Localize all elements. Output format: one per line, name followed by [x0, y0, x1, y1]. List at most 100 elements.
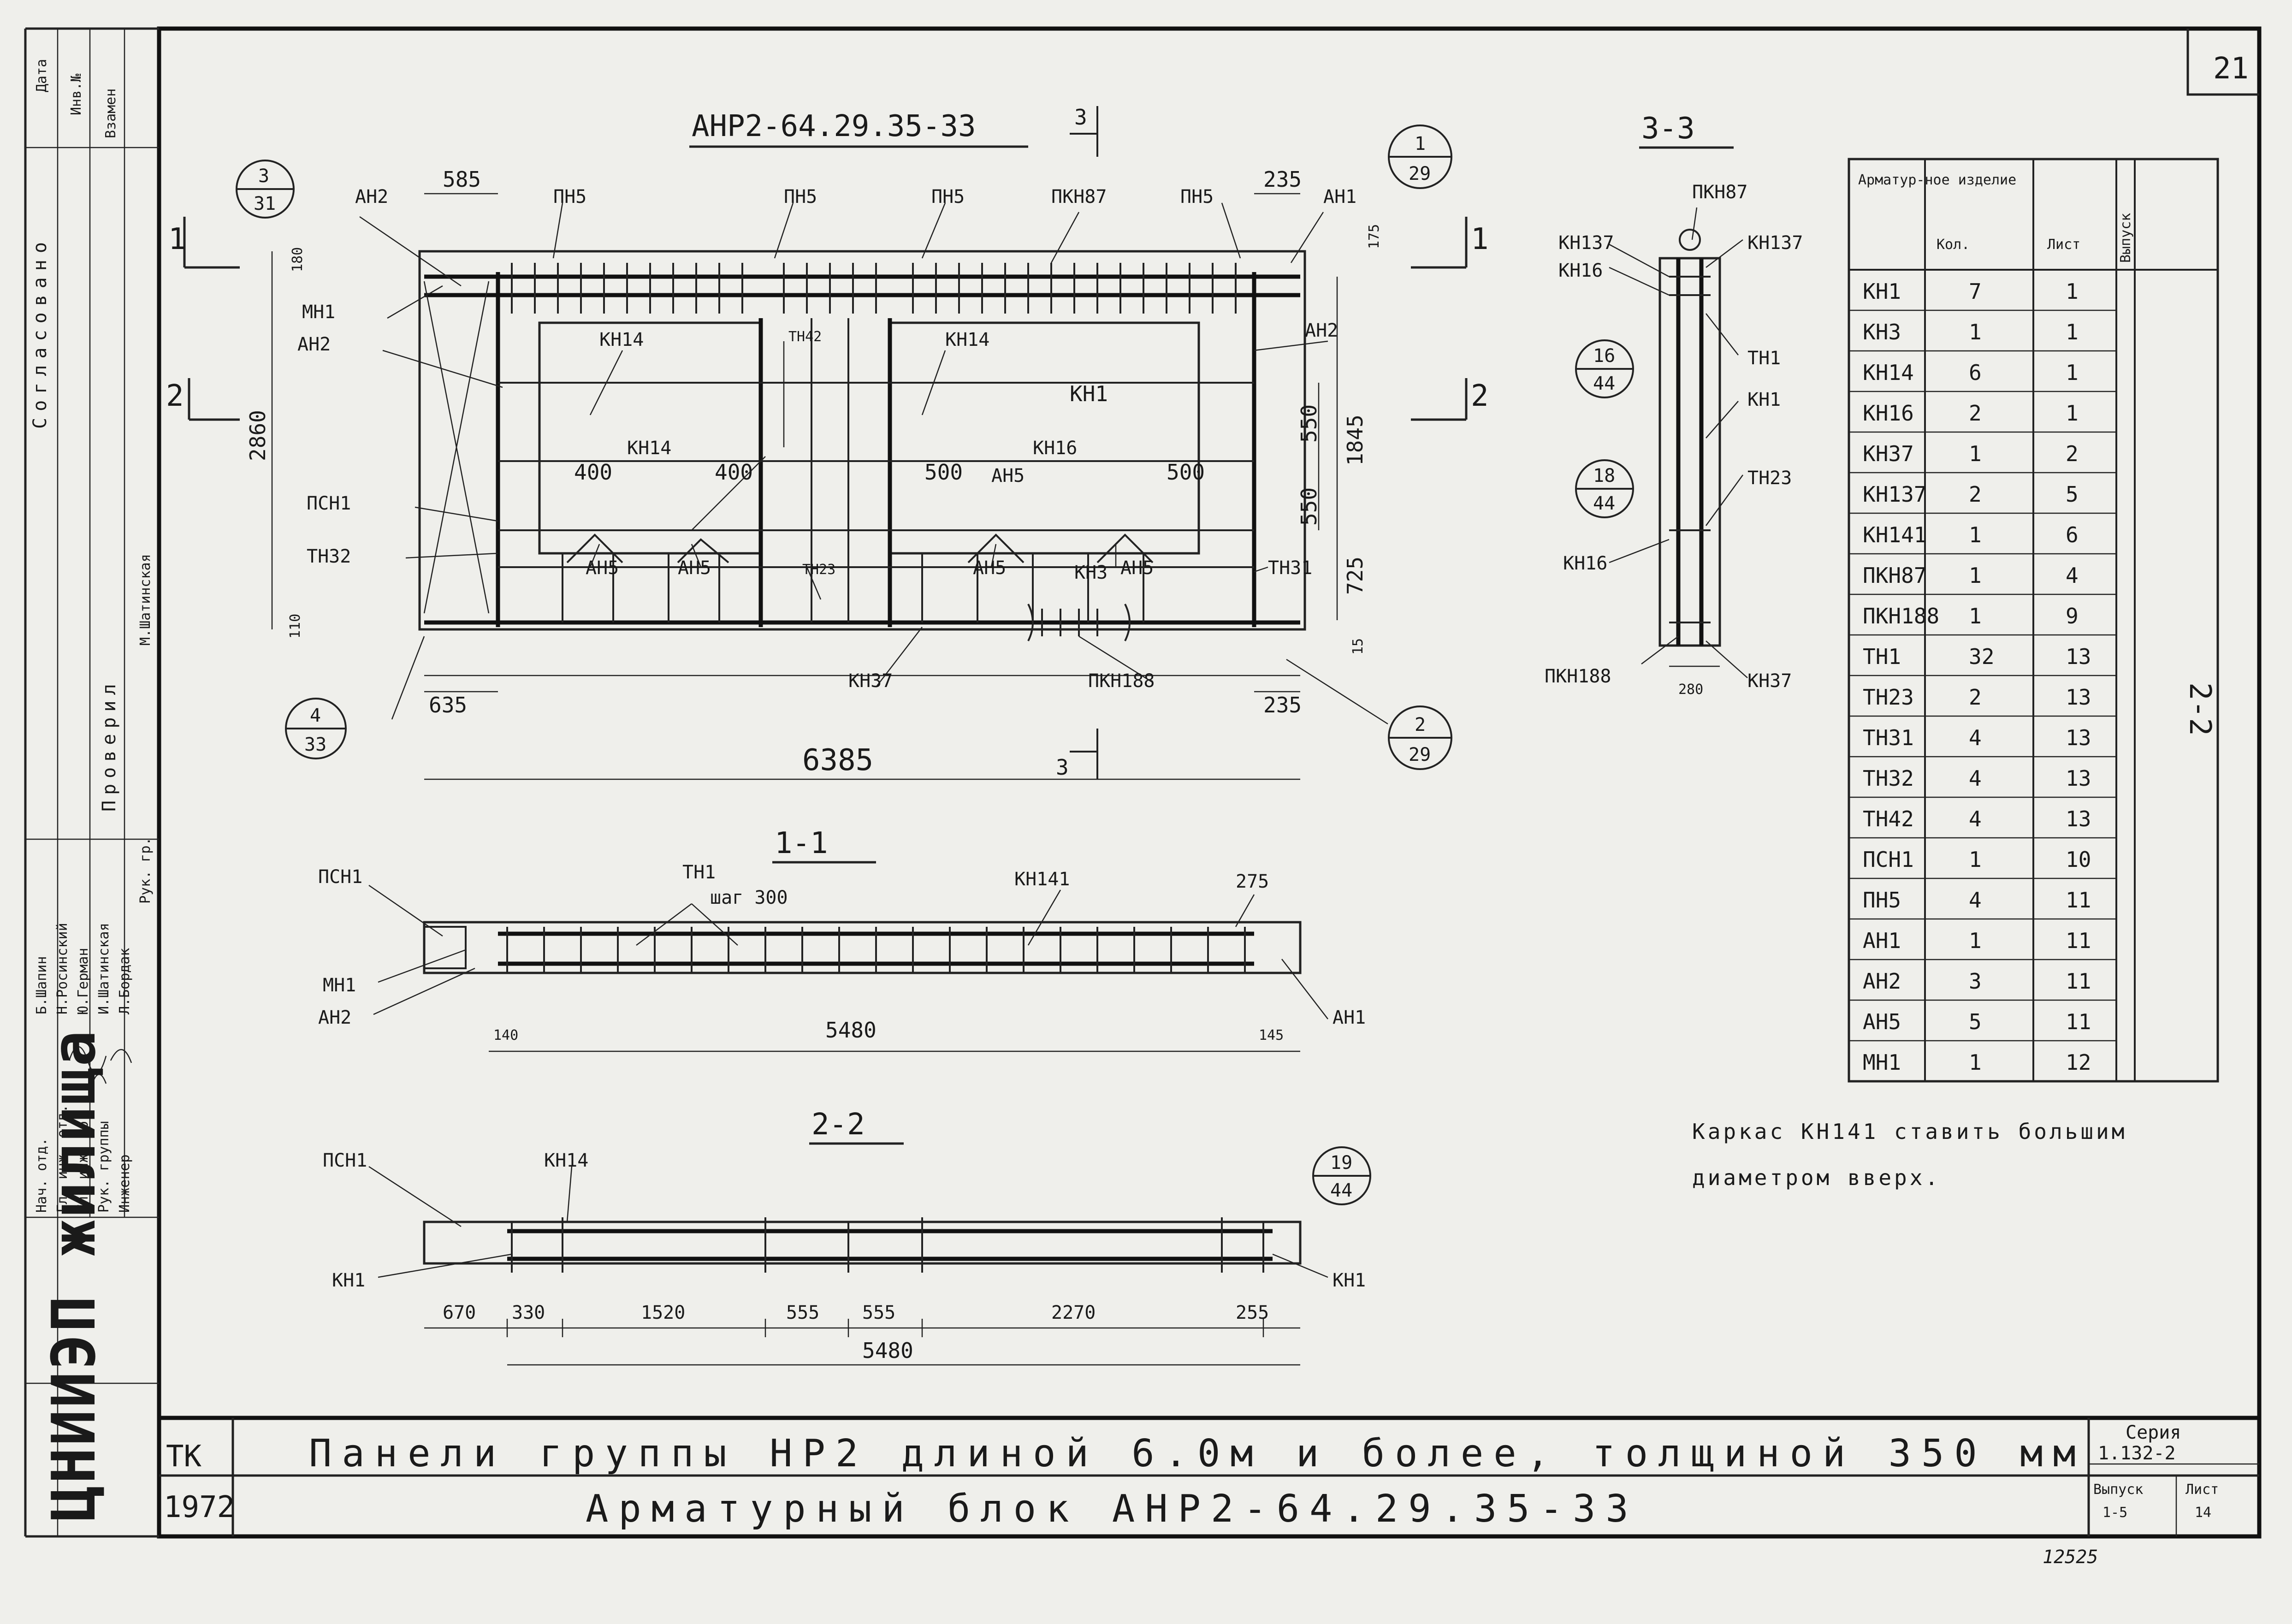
spec-header-qty: Кол.: [1937, 237, 1970, 253]
s22-dim-1520: 1520: [641, 1302, 685, 1323]
spec-cell: 1: [1969, 604, 1982, 628]
svg-text:19: 19: [1330, 1152, 1352, 1174]
spec-cell: 2: [1969, 482, 1982, 507]
cut-mark-1-left: 1: [168, 217, 240, 269]
dim-2860: 2860: [245, 410, 270, 461]
callout-19-44: 19 44: [1312, 1146, 1371, 1205]
s22-dim-330: 330: [512, 1302, 545, 1323]
svg-text:1: 1: [168, 222, 186, 256]
spec-cell: 4: [2066, 563, 2079, 588]
section-2-2-title: 2-2: [811, 1108, 865, 1142]
spec-cell: 1: [2066, 320, 2079, 344]
s33-th1: ТН1: [1747, 348, 1781, 369]
plan-view: АНР2-64.29.35-33 3: [166, 105, 1489, 780]
spec-cell: 1: [2066, 279, 2079, 304]
stamp-role-3: Гл. инж. пр.: [75, 1113, 91, 1213]
spec-cell: 6: [2066, 522, 2079, 547]
side-stamp: Дата Инв.№ Взамен Согласовано Проверил Н…: [24, 27, 159, 1538]
spec-cell: КН3: [1863, 320, 1901, 344]
stamp-role-1: Нач. отд.: [34, 1138, 50, 1213]
spec-cell: 1: [1969, 320, 1982, 344]
spec-cell: 5: [1969, 1009, 1982, 1034]
spec-cell: ПКН188: [1863, 604, 1939, 628]
svg-text:33: 33: [304, 734, 326, 755]
spec-cell: 2: [1969, 401, 1982, 426]
note-line-1: Каркас КН141 ставить большим: [1692, 1119, 2127, 1144]
spec-header-item: Арматур-ное изделие: [1858, 172, 2016, 188]
s33-th23: ТН23: [1747, 468, 1792, 489]
dim-1845: 1845: [1343, 415, 1368, 466]
s11-tn1: ТН1: [682, 862, 716, 883]
label-ah2-top: АН2: [355, 186, 388, 207]
label-ah5-b: АН5: [678, 557, 711, 579]
series-value: 1.132-2: [2098, 1443, 2176, 1464]
svg-text:44: 44: [1593, 493, 1615, 514]
svg-text:2: 2: [1415, 714, 1426, 735]
spec-cell: 4: [1969, 725, 1982, 750]
dim-550-a: 550: [1297, 404, 1321, 443]
svg-text:16: 16: [1593, 345, 1615, 367]
spec-cell: КН141: [1863, 522, 1926, 547]
stamp-name-6: М.Шатинская: [137, 554, 154, 646]
spec-cell: 1: [1969, 441, 1982, 466]
label-ah2-left: АН2: [297, 334, 331, 355]
label-kn1: КН1: [1070, 381, 1108, 406]
svg-text:2: 2: [166, 379, 184, 413]
spec-cell: 10: [2066, 847, 2091, 872]
spec-cell: ПСН1: [1863, 847, 1914, 872]
section-1-1-title: 1-1: [775, 826, 828, 860]
svg-text:44: 44: [1330, 1180, 1352, 1201]
stamp-role-2: Гл. инж. отд.: [54, 1104, 71, 1213]
label-pn5-3: ПН5: [931, 186, 965, 207]
release-value: 1-5: [2102, 1505, 2127, 1521]
stamp-name-3: Ю.Герман: [75, 948, 91, 1015]
stamp-replace: Взамен: [103, 89, 119, 138]
spec-table: Арматур-ное изделие Кол. Лист Выпуск КН1…: [1848, 158, 2219, 1083]
spec-cell: КН37: [1863, 441, 1914, 466]
spec-cell: ТН23: [1863, 685, 1914, 710]
svg-text:1: 1: [1415, 133, 1426, 154]
spec-cell: ТН1: [1863, 644, 1901, 669]
dim-500-b: 500: [1167, 460, 1205, 485]
spec-cell: 1: [1969, 563, 1982, 588]
s11-kn141: КН141: [1014, 869, 1070, 890]
label-pn5-4: ПН5: [1180, 186, 1214, 207]
svg-text:3: 3: [258, 166, 269, 187]
s22-dim-555-b: 555: [862, 1302, 895, 1323]
stamp-name-4: И.Шатинская: [96, 923, 112, 1014]
dim-180: 180: [290, 247, 306, 272]
spec-cell: 13: [2066, 644, 2091, 669]
sheet-value: 14: [2195, 1505, 2211, 1521]
spec-cell: 1: [1969, 1050, 1982, 1075]
spec-cell: 1: [1969, 522, 1982, 547]
spec-cell: КН16: [1863, 401, 1914, 426]
svg-text:29: 29: [1409, 744, 1431, 765]
spec-cell: АН2: [1863, 969, 1901, 994]
s11-dim-145: 145: [1259, 1027, 1284, 1043]
s22-dim-555-a: 555: [786, 1302, 819, 1323]
cut-mark-3-top: 3: [1074, 105, 1087, 130]
s11-dim-140: 140: [493, 1027, 518, 1043]
spec-cell: 6: [1969, 360, 1982, 385]
spec-cell: 1: [1969, 928, 1982, 953]
label-ah5-c: АН5: [973, 557, 1006, 579]
section-2-2-outline: [423, 1221, 1302, 1265]
svg-text:18: 18: [1593, 465, 1615, 486]
label-pn5-2: ПН5: [784, 186, 817, 207]
label-tn32: ТН32: [307, 546, 351, 567]
svg-text:31: 31: [254, 193, 276, 214]
s33-kn37: КН37: [1747, 670, 1792, 692]
spec-cell: 1: [1969, 847, 1982, 872]
spec-cell: 13: [2066, 806, 2091, 831]
label-ah2-right: АН2: [1305, 320, 1338, 341]
plan-title: АНР2-64.29.35-33: [692, 109, 976, 143]
spec-cell: ТН32: [1863, 766, 1914, 791]
dim-725: 725: [1343, 557, 1368, 595]
spec-header-sheet: Лист: [2047, 237, 2080, 253]
series-label: Серия: [2126, 1422, 2181, 1443]
spec-cell: КН1: [1863, 279, 1901, 304]
cut-mark-3-bottom: 3: [1056, 755, 1069, 780]
spec-cell: 3: [1969, 969, 1982, 994]
s33-kn16-a: КН16: [1558, 260, 1603, 281]
